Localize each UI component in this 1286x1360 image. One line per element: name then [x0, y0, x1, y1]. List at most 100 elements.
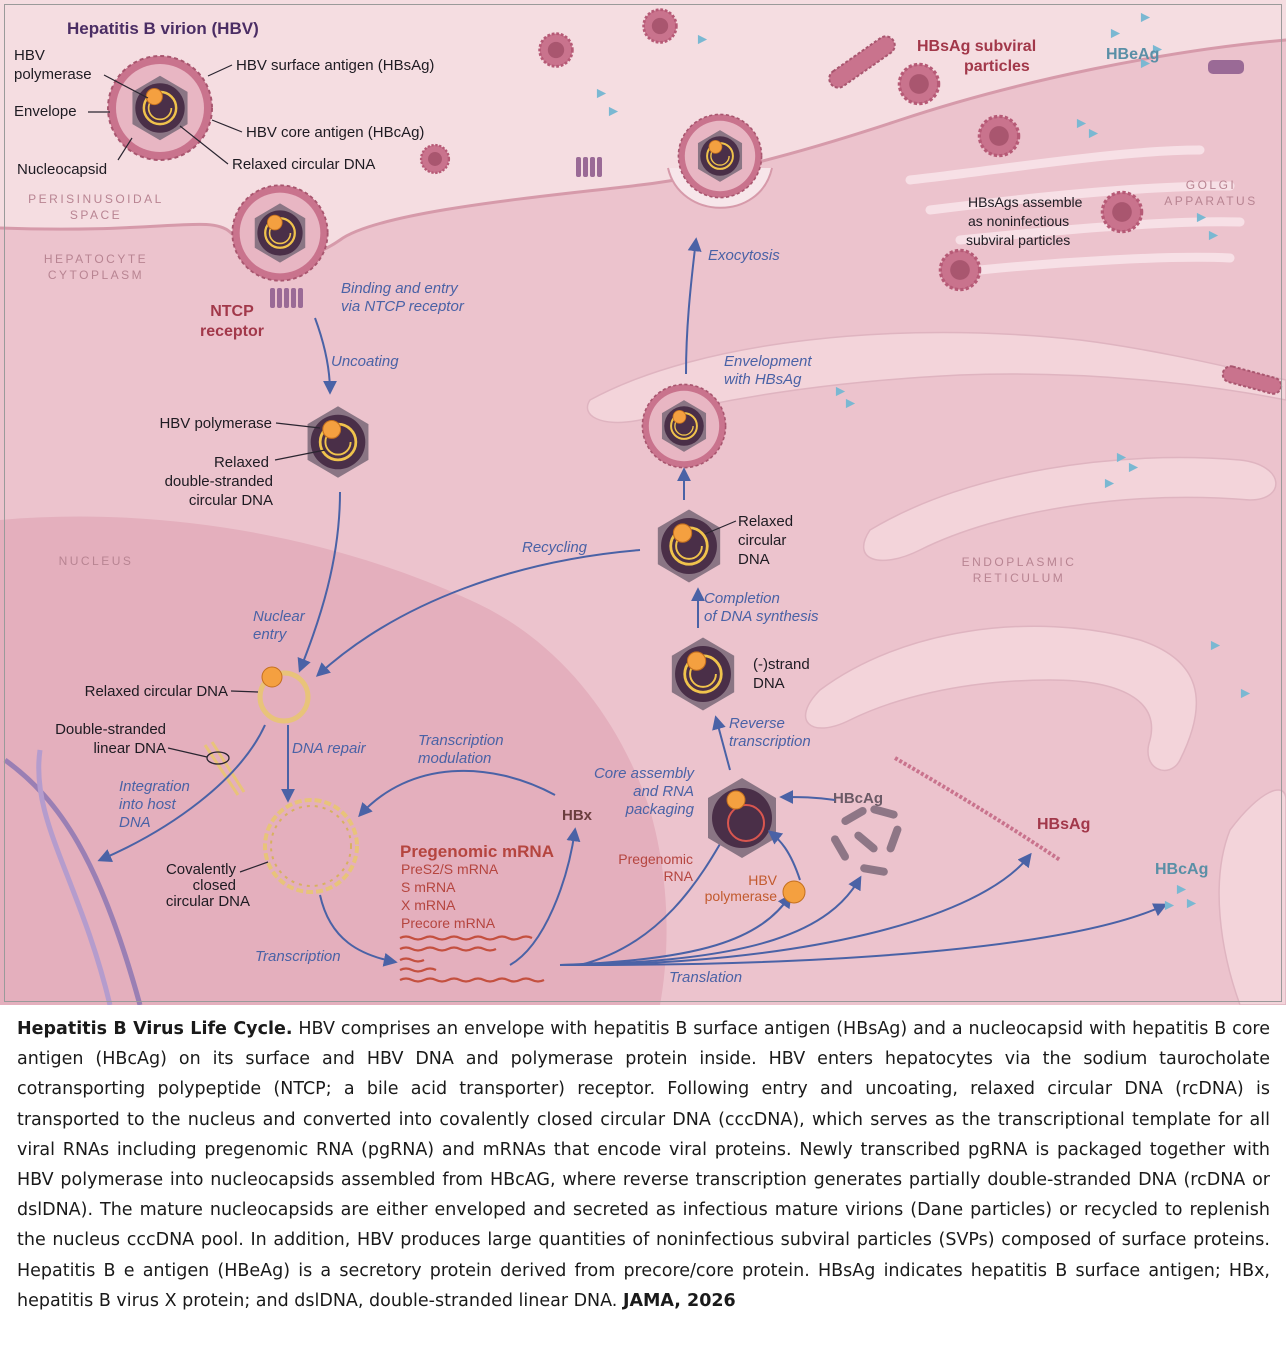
- hbsag-label: HBsAg: [1037, 816, 1090, 833]
- virion-polymerase-label-1: HBV: [14, 47, 45, 64]
- figure-caption: Hepatitis B Virus Life Cycle. HBV compri…: [17, 1014, 1270, 1316]
- envelopment-step-2: with HBsAg: [724, 371, 802, 388]
- dslinear-label-1: Double-stranded: [55, 721, 166, 738]
- core-assembly-step-2: and RNA: [633, 783, 694, 800]
- virion-title: Hepatitis B virion (HBV): [67, 19, 259, 38]
- virion-rcdna-label: Relaxed circular DNA: [232, 156, 375, 173]
- host-dna-helix: [3, 749, 143, 1005]
- transcription-modulation-step-1: Transcription: [418, 732, 504, 749]
- minus-strand-label-2: DNA: [753, 675, 785, 692]
- recycling-step: Recycling: [522, 539, 588, 556]
- er-label-1: ENDOPLASMIC: [962, 555, 1077, 569]
- golgi-label-2: APPARATUS: [1164, 194, 1257, 208]
- rna-item: S mRNA: [401, 879, 456, 895]
- ntcp-receptor: [270, 288, 303, 308]
- rna-item: Precore mRNA: [401, 915, 496, 931]
- immature-nucleocapsid: [708, 778, 776, 858]
- polymerase-label-2: polymerase: [705, 888, 778, 904]
- rna-item: X mRNA: [401, 897, 456, 913]
- integration-step-1: Integration: [119, 778, 190, 795]
- extracellular-particles: [419, 8, 1283, 395]
- polymerase-label-1: HBV: [748, 872, 777, 888]
- cccdna-label-2: closed: [193, 877, 236, 894]
- free-polymerase: [782, 880, 806, 904]
- hbv-virion: [108, 56, 212, 160]
- binding-step-1: Binding and entry: [341, 280, 459, 297]
- rna-item: PreS2/S mRNA: [401, 861, 499, 877]
- er-folds: [586, 331, 1286, 1005]
- translation-step: Translation: [669, 969, 742, 986]
- ntcp-label-1: NTCP: [210, 303, 254, 320]
- envelopment-step-1: Envelopment: [724, 353, 812, 370]
- secreted-virion: [678, 114, 761, 197]
- cytoplasm-label-1: HEPATOCYTE: [44, 252, 148, 266]
- core-assembly-step-3: packaging: [625, 801, 695, 818]
- exocytosis-step: Exocytosis: [708, 247, 780, 264]
- dslinear-label-2: linear DNA: [93, 740, 166, 757]
- uncoated-dna-label-1: Relaxed: [214, 454, 269, 471]
- rcdna-label-3: DNA: [738, 551, 770, 568]
- uncoated-dna-label-3: circular DNA: [189, 492, 273, 509]
- pgrna-label-1: Pregenomic: [618, 851, 693, 867]
- hbcag-label: HBcAg: [833, 790, 883, 807]
- hbcag-secreted-label: HBcAg: [1155, 861, 1208, 878]
- ntcp-label-2: receptor: [200, 323, 264, 340]
- caption-journal: JAMA, 2026: [622, 1290, 736, 1311]
- hbeag-label: HBeAg: [1106, 46, 1159, 63]
- er-membrane-hbsag: [893, 756, 1062, 862]
- uncoated-polymerase-label: HBV polymerase: [159, 415, 272, 432]
- minus-strand-label-1: (-)strand: [753, 656, 810, 673]
- virion-envelope-label: Envelope: [14, 103, 77, 120]
- dna-repair-step: DNA repair: [292, 740, 367, 757]
- cytoplasm-label-2: CYTOPLASM: [48, 268, 144, 282]
- reverse-transcription-step-2: transcription: [729, 733, 811, 750]
- golgi-label-1: GOLGI: [1186, 178, 1237, 192]
- figure-canvas: Hepatitis B virion (HBV) HBV polymerase …: [0, 0, 1286, 1005]
- nucleus-area: [0, 516, 667, 1005]
- reverse-transcription-step-1: Reverse: [729, 715, 785, 732]
- completion-step-1: Completion: [704, 590, 780, 607]
- uncoated-dna-label-2: double-stranded: [165, 473, 273, 490]
- cccdna-label-3: circular DNA: [166, 893, 250, 910]
- assemble-label-1: HBsAgs assemble: [968, 194, 1083, 210]
- core-assembly-step-1: Core assembly: [594, 765, 696, 782]
- subviral-label-2: particles: [964, 58, 1030, 75]
- nucleus-label: NUCLEUS: [59, 554, 134, 568]
- entering-virion: [232, 185, 327, 280]
- hbv-life-cycle-figure: Hepatitis B virion (HBV) HBV polymerase …: [0, 0, 1286, 1005]
- virion-hbcag-label: HBV core antigen (HBcAg): [246, 124, 424, 141]
- er-label-2: RETICULUM: [973, 571, 1066, 585]
- cccdna: [263, 798, 359, 894]
- integration-step-2: into host: [119, 796, 177, 813]
- nuclear-rcdna-polymerase: [261, 666, 283, 688]
- cccdna-label-1: Covalently: [166, 861, 237, 878]
- nuclear-rcdna-label: Relaxed circular DNA: [85, 683, 228, 700]
- hbcag-proteins: [831, 805, 902, 876]
- perisinusoidal-label-2: SPACE: [70, 208, 122, 222]
- integration-step-3: DNA: [119, 814, 151, 831]
- completion-step-2: of DNA synthesis: [704, 608, 819, 625]
- nuclear-entry-step-2: entry: [253, 626, 288, 643]
- assemble-label-2: as noninfectious: [968, 213, 1069, 229]
- subviral-label-1: HBsAg subviral: [917, 38, 1036, 55]
- golgi-stack: [905, 145, 1245, 275]
- transcription-step: Transcription: [255, 948, 341, 965]
- uncoating-step: Uncoating: [331, 353, 399, 370]
- ds-linear-dna: [203, 741, 246, 796]
- membrane-receptor: [576, 157, 602, 177]
- rcdna-label-2: circular: [738, 532, 786, 549]
- nuclear-entry-step-1: Nuclear: [253, 608, 306, 625]
- transcription-modulation-step-2: modulation: [418, 750, 491, 767]
- mrna-strands: [399, 935, 545, 983]
- nuclear-rcdna: [257, 670, 311, 724]
- virion-polymerase-label-2: polymerase: [14, 66, 92, 83]
- rcdna-label-1: Relaxed: [738, 513, 793, 530]
- perisinusoidal-label-1: PERISINUSOIDAL: [28, 192, 164, 206]
- binding-step-2: via NTCP receptor: [341, 298, 465, 315]
- virion-nucleocapsid-label: Nucleocapsid: [17, 161, 107, 178]
- hbx-label: HBx: [562, 807, 593, 824]
- assemble-label-3: subviral particles: [966, 232, 1070, 248]
- pgrna-label-2: RNA: [663, 868, 693, 884]
- caption-title: Hepatitis B Virus Life Cycle.: [17, 1019, 293, 1039]
- enveloped-virion: [642, 384, 725, 467]
